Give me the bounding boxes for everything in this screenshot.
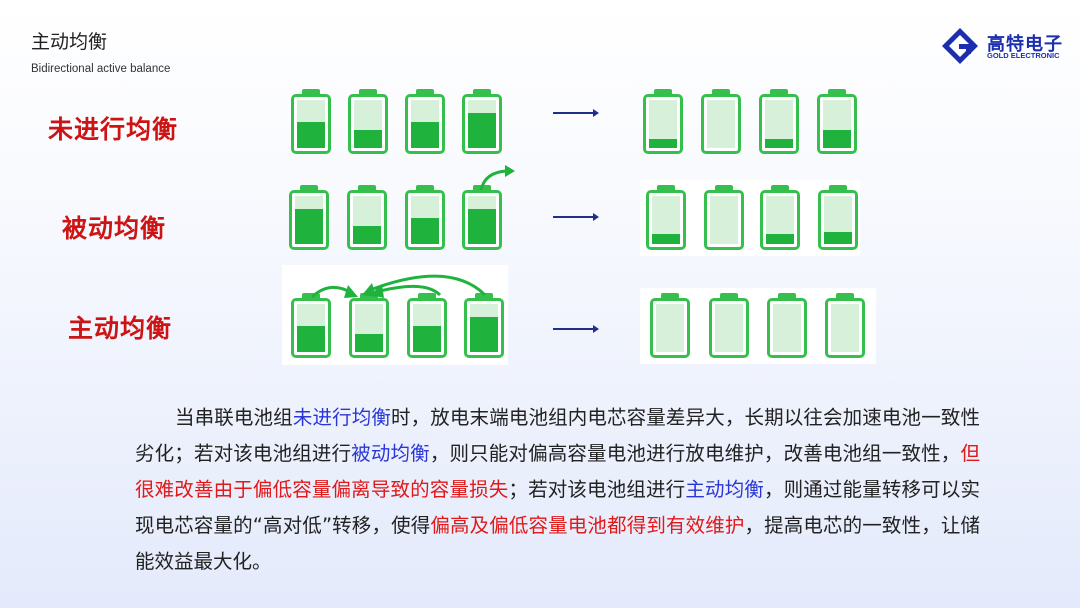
battery-charge-level — [355, 334, 383, 352]
battery-empty-area — [707, 100, 735, 148]
battery-charge-level — [413, 326, 441, 352]
battery-charge-level — [297, 122, 325, 148]
battery-terminal — [715, 185, 733, 190]
battery-terminal — [302, 293, 320, 298]
battery-empty-area — [656, 304, 684, 352]
battery-after-1-2 — [701, 89, 741, 154]
logo-subtitle: GOLD ELECTRONIC — [987, 51, 1060, 60]
battery-before-1-3 — [405, 89, 445, 154]
battery-before-3-2 — [349, 293, 389, 358]
battery-after-3-1 — [650, 293, 690, 358]
row-label-active: 主动均衡 — [68, 314, 173, 343]
battery-terminal — [836, 293, 854, 298]
battery-after-3-2 — [709, 293, 749, 358]
battery-after-1-3 — [759, 89, 799, 154]
battery-empty-area — [715, 304, 743, 352]
battery-charge-level — [823, 130, 851, 148]
battery-charge-level — [354, 130, 382, 148]
battery-after-1-4 — [817, 89, 857, 154]
battery-empty-area — [710, 196, 738, 244]
battery-before-3-1 — [291, 293, 331, 358]
battery-before-1-2 — [348, 89, 388, 154]
battery-before-1-1 — [291, 89, 331, 154]
battery-before-2-4 — [462, 185, 502, 250]
battery-charge-level — [824, 232, 852, 244]
battery-terminal — [828, 89, 846, 94]
battery-after-1-1 — [643, 89, 683, 154]
battery-before-2-3 — [405, 185, 445, 250]
battery-terminal — [770, 89, 788, 94]
battery-before-2-2 — [347, 185, 387, 250]
battery-terminal — [654, 89, 672, 94]
battery-terminal — [473, 89, 491, 94]
battery-charge-level — [765, 139, 793, 148]
row-label-passive: 被动均衡 — [62, 214, 167, 243]
transition-arrow-row2 — [553, 213, 599, 221]
battery-terminal — [657, 185, 675, 190]
battery-terminal — [416, 185, 434, 190]
page-subtitle: Bidirectional active balance — [31, 63, 171, 75]
battery-charge-level — [468, 209, 496, 244]
battery-charge-level — [295, 209, 323, 244]
battery-charge-level — [297, 326, 325, 352]
discharge-arrow-icon — [479, 165, 515, 191]
battery-terminal — [829, 185, 847, 190]
battery-terminal — [416, 89, 434, 94]
battery-charge-level — [766, 234, 794, 244]
battery-terminal — [302, 89, 320, 94]
battery-before-2-1 — [289, 185, 329, 250]
battery-terminal — [358, 185, 376, 190]
energy-transfer-arrows-icon — [310, 274, 487, 299]
row-label-none: 未进行均衡 — [48, 115, 179, 144]
battery-charge-level — [411, 218, 439, 244]
battery-terminal — [778, 293, 796, 298]
battery-terminal — [771, 185, 789, 190]
battery-after-2-3 — [760, 185, 800, 250]
battery-charge-level — [652, 234, 680, 244]
battery-terminal — [720, 293, 738, 298]
page-title: 主动均衡 — [31, 31, 108, 53]
description-paragraph: 当串联电池组未进行均衡时，放电末端电池组内电芯容量差异大，长期以往会加速电池一致… — [135, 406, 980, 573]
battery-charge-level — [649, 139, 677, 148]
battery-before-1-4 — [462, 89, 502, 154]
battery-after-2-4 — [818, 185, 858, 250]
battery-empty-area — [773, 304, 801, 352]
battery-after-2-2 — [704, 185, 744, 250]
transition-arrow-row3 — [553, 325, 599, 333]
battery-before-3-4 — [464, 293, 504, 358]
battery-terminal — [661, 293, 679, 298]
logo-name: 高特电子 — [987, 34, 1063, 55]
battery-terminal — [359, 89, 377, 94]
battery-empty-area — [831, 304, 859, 352]
battery-charge-level — [353, 226, 381, 244]
battery-charge-level — [411, 122, 439, 148]
battery-after-3-4 — [825, 293, 865, 358]
battery-after-3-3 — [767, 293, 807, 358]
battery-terminal — [300, 185, 318, 190]
battery-before-3-3 — [407, 293, 447, 358]
battery-after-2-1 — [646, 185, 686, 250]
battery-charge-level — [468, 113, 496, 148]
transition-arrow-row1 — [553, 109, 599, 117]
battery-terminal — [712, 89, 730, 94]
battery-charge-level — [470, 317, 498, 352]
gold-electronic-logo-icon — [942, 28, 978, 64]
battery-terminal — [418, 293, 436, 298]
